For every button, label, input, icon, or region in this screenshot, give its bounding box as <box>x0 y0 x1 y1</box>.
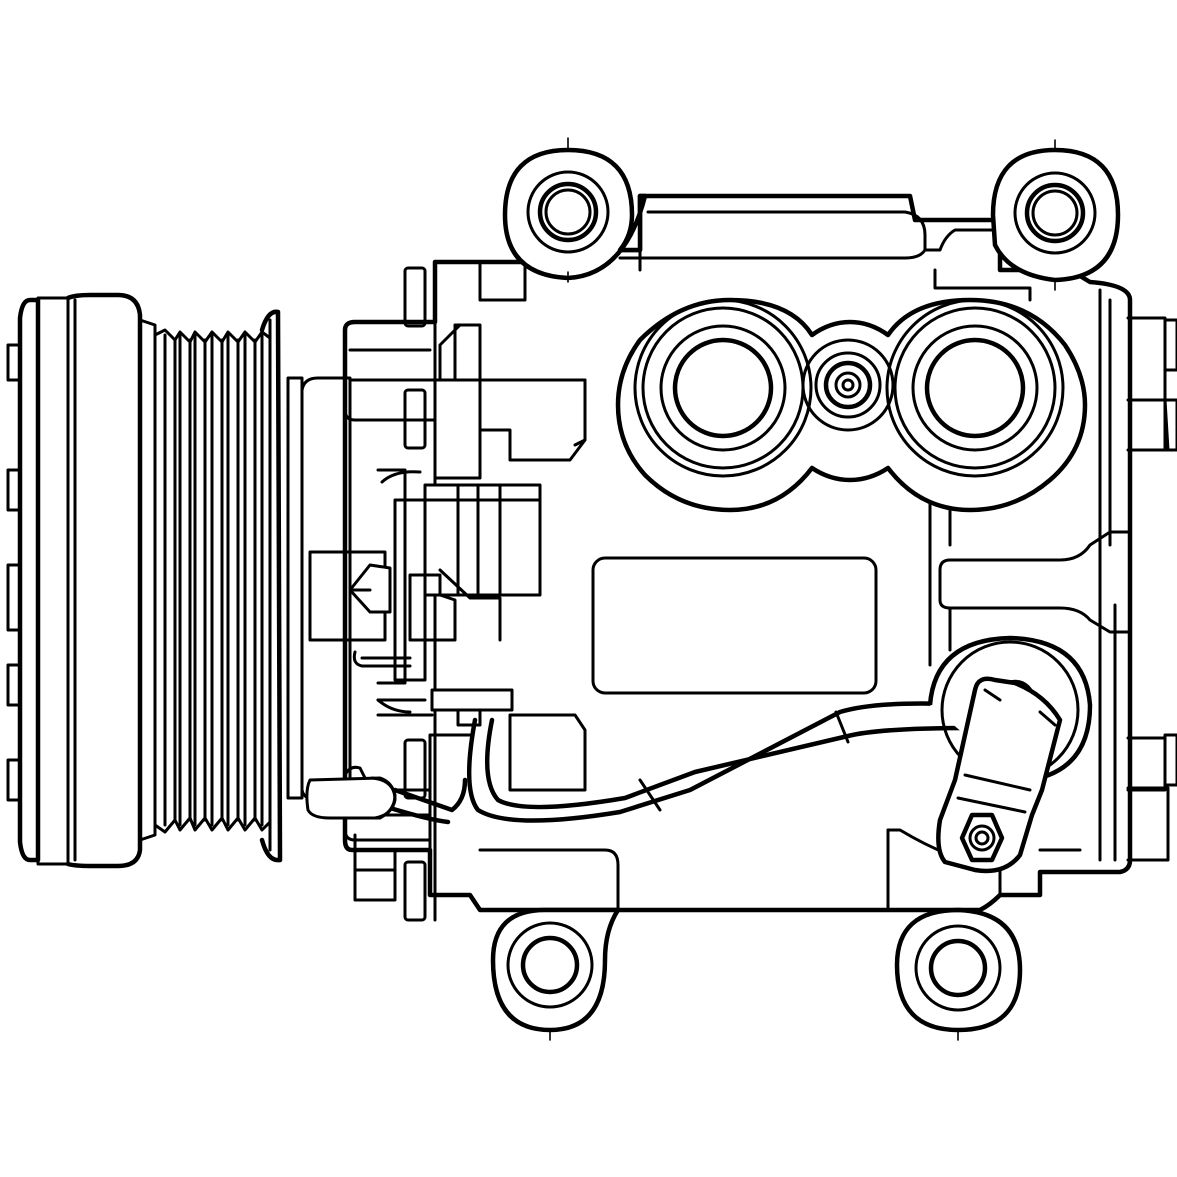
discharge-port <box>885 298 1065 478</box>
mounting-ear-bottom-left <box>490 907 621 1041</box>
sensor-bracket <box>936 676 1063 874</box>
mounting-ear-bottom-right <box>894 907 1023 1041</box>
suction-port <box>633 298 813 478</box>
wire-harness <box>305 701 973 825</box>
clutch-pulley <box>6 292 352 869</box>
service-valve <box>801 338 895 432</box>
mounting-ear-top-left <box>502 137 648 283</box>
label-plate <box>591 556 878 695</box>
mounting-ear-top-right <box>990 139 1121 291</box>
clutch-connector <box>308 378 587 792</box>
